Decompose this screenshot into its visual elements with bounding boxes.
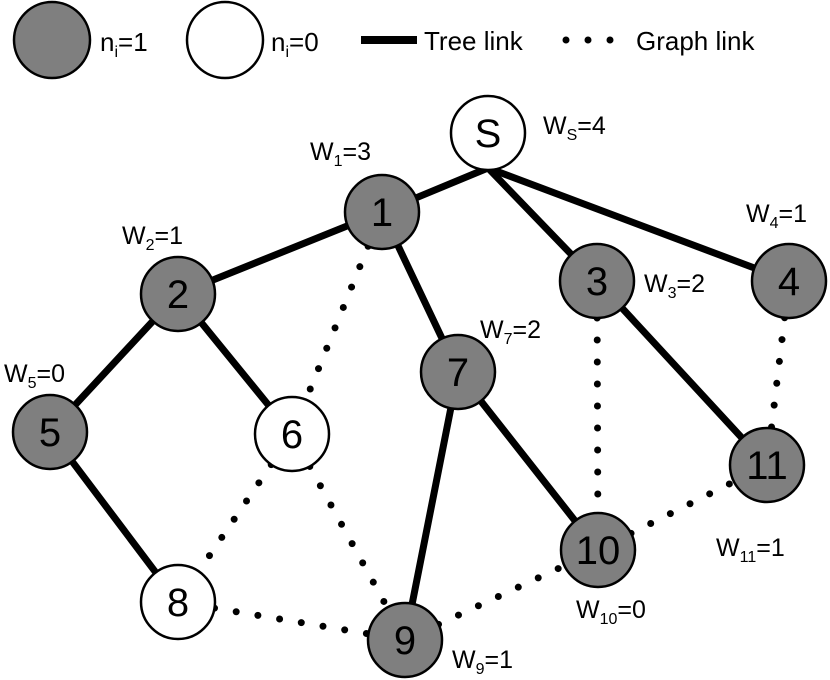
- graph-link-4-11: [767, 314, 789, 432]
- node-4-circle: [750, 242, 828, 320]
- links-layer: [68, 164, 789, 638]
- node-7: 7: [419, 333, 497, 411]
- tree-link-S-4: [484, 164, 758, 272]
- tree-link-1-7: [394, 241, 446, 343]
- graph-link-3-10: [593, 314, 602, 517]
- tree-link-S-3: [484, 164, 575, 258]
- node-11-circle: [728, 426, 806, 504]
- weight-10: W10=0: [576, 596, 646, 628]
- nodes-layer: S 1 2 3 4 5 6 7 8 9 10 11: [11, 94, 828, 679]
- node-5-circle: [11, 393, 89, 471]
- node-S: S: [449, 94, 527, 172]
- weight-7: W7=2: [480, 316, 541, 348]
- node-10-label: 10: [576, 529, 621, 573]
- tree-link-2-6: [197, 319, 273, 409]
- node-11-label: 11: [746, 444, 788, 488]
- legend-graph-link-label: Graph link: [636, 26, 755, 56]
- node-9: 9: [366, 601, 444, 679]
- node-S-label: S: [475, 112, 502, 156]
- node-2-circle: [139, 255, 217, 333]
- node-7-label: 7: [447, 351, 469, 395]
- node-8-label: 8: [167, 581, 189, 625]
- node-8-circle: [139, 563, 217, 641]
- node-3-circle: [558, 242, 636, 320]
- tree-link-S-1: [412, 164, 492, 202]
- weight-4: W4=1: [746, 200, 807, 232]
- tree-link-7-10: [477, 397, 579, 525]
- node-10: 10: [559, 511, 637, 589]
- node-3-label: 3: [586, 260, 608, 304]
- weight-1: W1=3: [310, 138, 371, 170]
- weight-2: W2=1: [122, 222, 183, 254]
- weight-11: W11=1: [716, 534, 785, 566]
- tree-link-2-5: [71, 317, 157, 409]
- node-4-label: 4: [778, 260, 800, 304]
- weight-3: W3=2: [644, 270, 705, 302]
- legend-filled-label: ni=1: [100, 27, 148, 61]
- tree-link-1-2: [208, 222, 352, 284]
- legend-filled-node: [12, 0, 92, 80]
- node-9-circle: [366, 601, 444, 679]
- graph-link-9-10: [435, 562, 568, 628]
- legend-empty-node: [185, 0, 265, 80]
- weight-S: WS=4: [543, 112, 606, 144]
- node-3: 3: [558, 242, 636, 320]
- node-10-circle: [559, 511, 637, 589]
- node-5-label: 5: [39, 411, 61, 455]
- weight-9: W9=1: [452, 646, 513, 678]
- legend: ni=1 ni=0 Tree link Graph link: [12, 0, 755, 80]
- legend-tree-link-label: Tree link: [424, 26, 524, 56]
- node-1-circle: [343, 173, 421, 251]
- node-9-label: 9: [394, 619, 416, 663]
- node-5: 5: [11, 393, 89, 471]
- node-S-circle: [449, 94, 527, 172]
- graph-link-6-9: [306, 462, 391, 612]
- tree-link-3-11: [618, 304, 746, 442]
- node-11: 11: [728, 426, 806, 504]
- node-8: 8: [139, 563, 217, 641]
- node-6-label: 6: [281, 413, 303, 457]
- graph-link-1-6: [302, 242, 372, 404]
- node-1-label: 1: [371, 191, 393, 235]
- node-7-circle: [419, 333, 497, 411]
- tree-link-5-8: [68, 458, 160, 576]
- legend-empty-label: ni=0: [271, 27, 319, 61]
- node-2: 2: [139, 255, 217, 333]
- graph-link-10-11: [627, 478, 738, 537]
- graph-link-8-9: [210, 604, 373, 638]
- node-4: 4: [750, 242, 828, 320]
- node-6-circle: [253, 395, 331, 473]
- node-6: 6: [253, 395, 331, 473]
- weights-layer: W1=3W2=1W3=2 W4=1W5=0 W7=2W9=1 W10=0 W11=1 WS…: [4, 112, 807, 678]
- graph-link-6-8: [195, 461, 275, 575]
- weight-5: W5=0: [4, 360, 65, 392]
- node-1: 1: [343, 173, 421, 251]
- tree-link-7-9: [408, 404, 455, 608]
- node-2-label: 2: [167, 273, 189, 317]
